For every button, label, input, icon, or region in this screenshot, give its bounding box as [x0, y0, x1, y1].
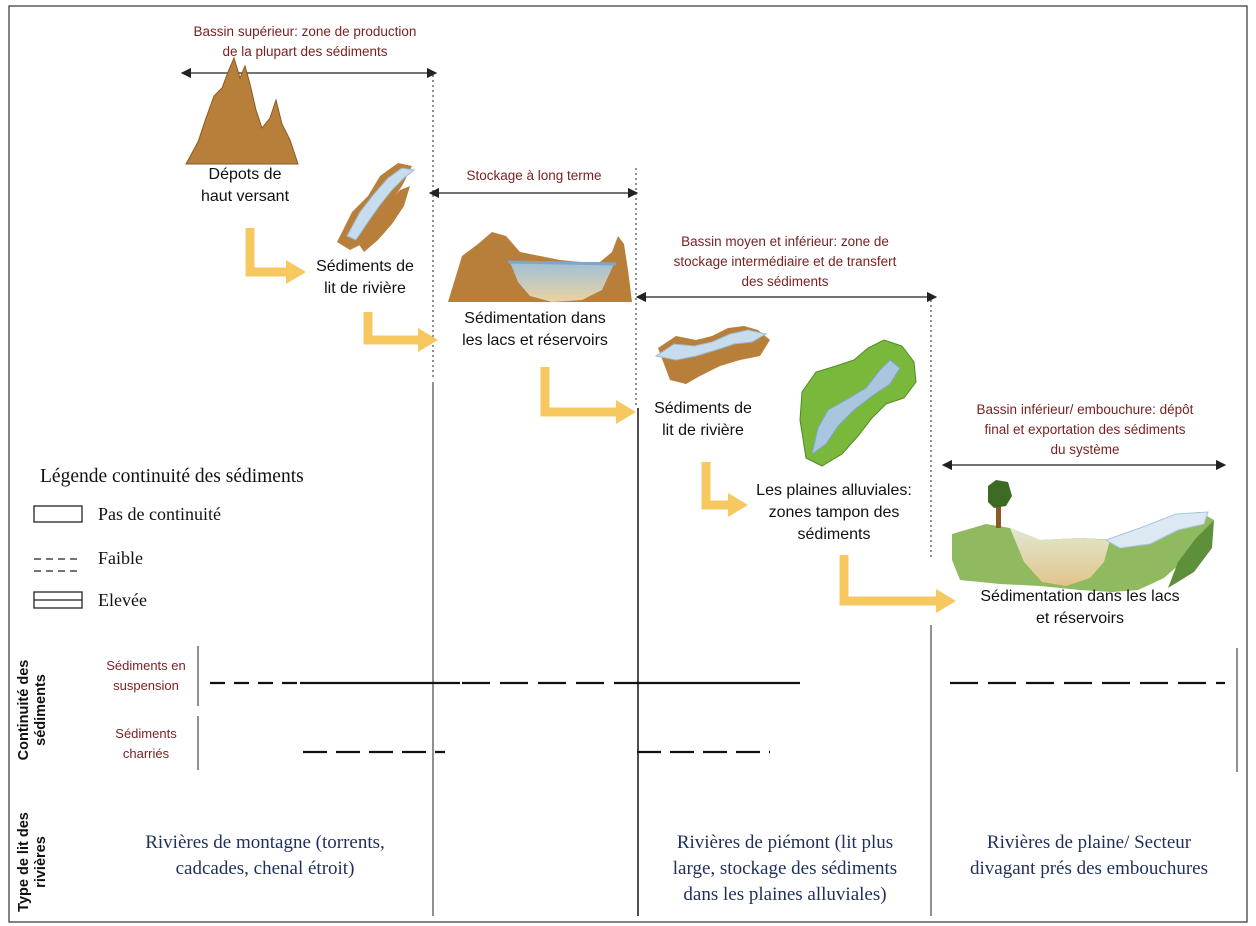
continuity-row-label: Continuité des sédiments [16, 659, 49, 761]
flow-arrow-3 [540, 367, 618, 417]
lakes-2-label: Sédimentation dans les lacs et réservoir… [980, 588, 1180, 627]
floodplains-label: Les plaines alluviales: zones tampon des… [756, 482, 912, 543]
flow-arrowhead-1 [286, 260, 306, 284]
bedload-sediment-label: Sédiments charriés [115, 726, 177, 761]
flow-arrows [245, 228, 938, 606]
piedmont-rivers-text: Rivières de piémont (lit plus large, sto… [672, 832, 898, 905]
flow-arrowhead-3 [616, 400, 636, 424]
plain-rivers-text: Rivières de plaine/ Secteur divagant pré… [970, 832, 1208, 879]
mountain-illustration [185, 56, 299, 165]
legend-title: Légende continuité des sédiments [40, 466, 304, 487]
suspended-sediment-label: Sédiments en suspension [106, 658, 186, 693]
middle-basin-label: Bassin moyen et inférieur: zone de stock… [673, 234, 897, 289]
riverbed-illustration-1 [337, 163, 416, 252]
legend-item-high: Elevée [98, 590, 147, 610]
riverbed-2-label: Sédiments de lit de rivière [654, 400, 752, 439]
flow-arrow-1 [245, 228, 288, 277]
legend-symbol-none [33, 505, 83, 523]
legend-item-none: Pas de continuité [98, 504, 221, 524]
flow-arrowheads [286, 260, 956, 613]
flow-arrowhead-5 [936, 589, 956, 613]
diagram-frame [8, 5, 1248, 923]
lake-illustration-1 [448, 232, 632, 302]
long-term-storage-label: Stockage à long terme [466, 168, 602, 183]
flow-arrow-5 [839, 555, 938, 606]
lakes-1-label: Sédimentation dans les lacs et réservoir… [462, 310, 608, 349]
flow-arrowhead-2 [418, 328, 438, 352]
river-type-row-label: Type de lit des rivières [16, 812, 49, 912]
mountain-rivers-text: Rivières de montagne (torrents, cadcades… [145, 832, 385, 879]
hillslope-deposits-label: Dépots de haut versant [200, 166, 290, 205]
riverbed-1-label: Sédiments de lit de rivière [316, 258, 414, 297]
legend-item-weak: Faible [98, 548, 143, 568]
lake-illustration-2 [952, 480, 1214, 592]
flow-arrowhead-4 [728, 493, 748, 517]
lower-basin-label: Bassin inférieur/ embouchure: dépôt fina… [976, 402, 1194, 457]
upper-basin-label: Bassin supérieur: zone de production de … [193, 24, 417, 59]
flow-arrow-2 [363, 312, 420, 345]
flow-arrow-4 [701, 462, 730, 510]
riverbed-illustration-2 [654, 326, 770, 384]
floodplain-illustration [799, 339, 917, 467]
